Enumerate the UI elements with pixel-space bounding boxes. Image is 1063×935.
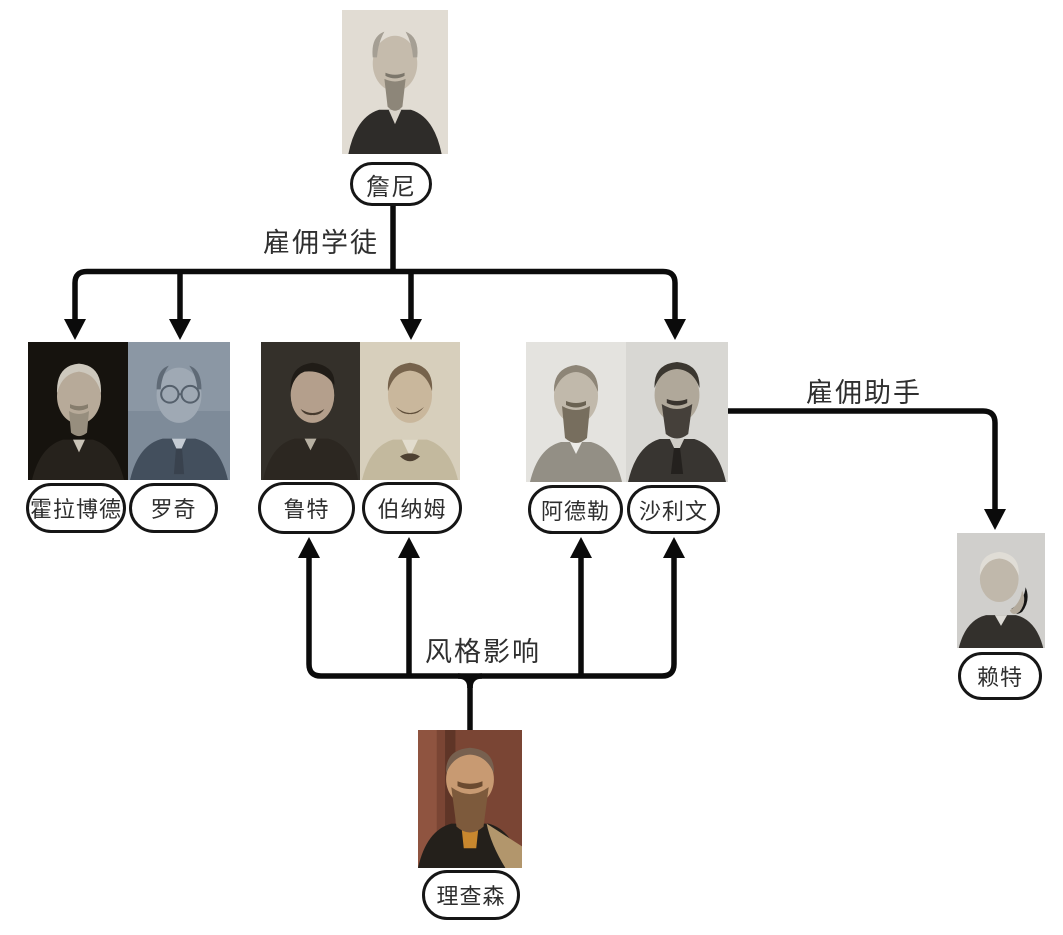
arrowhead-down-burnham (400, 319, 422, 340)
portrait-wright (957, 533, 1045, 648)
edge-label-influence: 风格影响 (425, 637, 541, 667)
portrait-adler (526, 342, 626, 482)
arrowhead-down-wright (984, 509, 1006, 530)
node-label-root: 鲁特 (258, 482, 355, 534)
node-label-holabird: 霍拉博德 (26, 483, 126, 533)
arrowhead-up-adler (570, 537, 592, 558)
edge-apprentice-bar (72, 268, 678, 322)
arrowhead-up-sullivan (663, 537, 685, 558)
holabird-photo-icon (28, 342, 128, 480)
node-label-sullivan: 沙利文 (627, 485, 720, 534)
richardson-photo-icon (418, 730, 522, 868)
arrowhead-up-root (298, 537, 320, 558)
portrait-root (261, 342, 360, 480)
burnham-photo-icon (360, 342, 460, 480)
roche-photo-icon (128, 342, 230, 480)
wright-photo-icon (957, 533, 1045, 648)
portrait-burnham (360, 342, 460, 480)
portrait-richardson (418, 730, 522, 868)
node-label-richardson: 理查森 (422, 870, 520, 920)
node-label-wright: 赖特 (958, 652, 1042, 700)
arrowhead-down-sullivan (664, 319, 686, 340)
portrait-sullivan (626, 342, 728, 482)
portrait-holabird (28, 342, 128, 480)
portrait-roche (128, 342, 230, 480)
edge-influence-stem-flare-right (467, 673, 483, 689)
arrowhead-up-burnham (398, 537, 420, 558)
arrowhead-down-roche (169, 319, 191, 340)
root-photo-icon (261, 342, 360, 480)
arrowhead-down-holabird (64, 319, 86, 340)
node-label-jenney: 詹尼 (350, 162, 432, 206)
edge-label-apprentice: 雇佣学徒 (263, 228, 379, 258)
node-label-burnham: 伯纳姆 (362, 482, 462, 534)
portrait-jenney (342, 10, 448, 154)
edge-assistant-line (728, 408, 998, 510)
edge-influence-bar (306, 557, 677, 679)
node-label-roche: 罗奇 (129, 483, 218, 533)
node-label-adler: 阿德勒 (528, 485, 623, 534)
sullivan-photo-icon (626, 342, 728, 482)
edge-label-assistant: 雇佣助手 (806, 378, 922, 408)
jenney-photo-icon (342, 10, 448, 154)
adler-photo-icon (526, 342, 626, 482)
